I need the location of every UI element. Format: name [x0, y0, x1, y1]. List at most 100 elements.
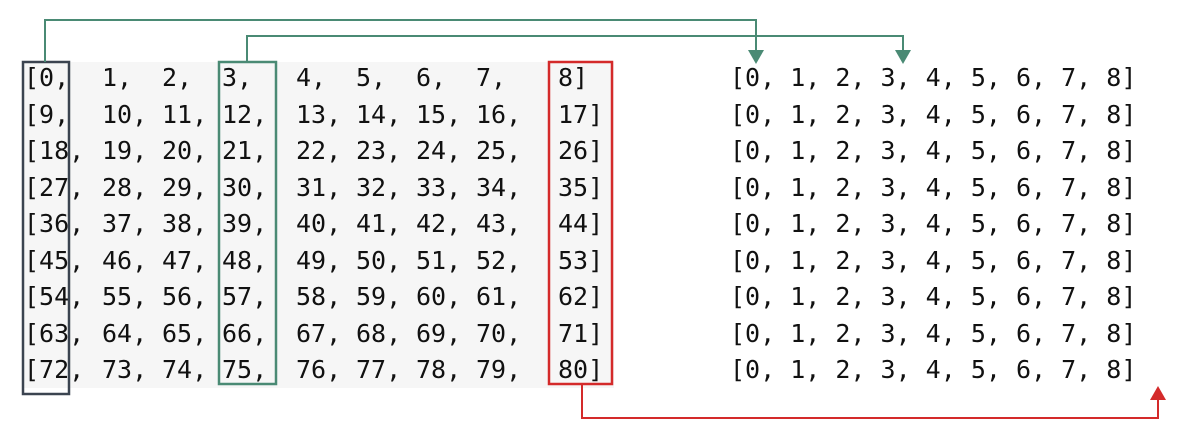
matrix-cell: 67,	[296, 318, 342, 348]
matrix-cell: 8]	[558, 63, 589, 92]
arrow-col3-head	[895, 50, 911, 64]
matrix-cell: 16,	[476, 99, 522, 129]
column-3-box	[217, 60, 278, 386]
arrow-col8-to-result	[581, 384, 1159, 419]
matrix-cell: 31,	[296, 172, 342, 202]
matrix-cell: 69,	[416, 318, 462, 348]
arrow-col3-to-result	[246, 35, 904, 62]
result-row: [0, 1, 2, 3, 4, 5, 6, 7, 8]	[730, 282, 1137, 311]
matrix-cell: 70,	[476, 318, 522, 348]
column-8-box	[547, 60, 614, 386]
matrix-cell: 53]	[558, 245, 604, 275]
arrow-col0-to-result	[44, 19, 757, 62]
matrix-cell: 49,	[296, 245, 342, 275]
matrix-background	[22, 62, 614, 388]
matrix-cell: 11,	[162, 99, 208, 129]
matrix-cell: 52,	[476, 245, 522, 275]
matrix-cell: 7,	[476, 63, 507, 92]
result-row: [0, 1, 2, 3, 4, 5, 6, 7, 8]	[730, 63, 1137, 92]
matrix-cell: [36,	[24, 209, 85, 238]
matrix-cell: 37,	[102, 209, 148, 238]
matrix-cell: 10,	[102, 99, 148, 129]
matrix-cell: 73,	[102, 355, 148, 384]
matrix-cell: [9,	[24, 99, 70, 129]
matrix-cell: 78,	[416, 355, 462, 384]
matrix-cell: 40,	[296, 209, 342, 238]
result-row: [0, 1, 2, 3, 4, 5, 6, 7, 8]	[730, 209, 1137, 238]
matrix-cell: 41,	[356, 209, 402, 238]
matrix-cell: [72,	[24, 355, 85, 384]
matrix-cell: 50,	[356, 245, 402, 275]
matrix-cell: [54,	[24, 282, 85, 311]
matrix-cell: [27,	[24, 172, 85, 202]
matrix-cell: 1,	[102, 63, 133, 92]
matrix-cell: 75,	[222, 355, 268, 384]
matrix-cell: 80]	[558, 355, 604, 384]
matrix-cell: 55,	[102, 282, 148, 311]
matrix-cell: 44]	[558, 209, 604, 238]
matrix-cell: 51,	[416, 245, 462, 275]
arrow-col0-head	[748, 50, 764, 64]
matrix-cell: 21,	[222, 136, 268, 165]
matrix-cell: 15,	[416, 99, 462, 129]
matrix-cell: 13,	[296, 99, 342, 129]
matrix-cell: [63,	[24, 318, 85, 348]
matrix-cell: 32,	[356, 172, 402, 202]
matrix-cell: 47,	[162, 245, 208, 275]
matrix-cell: 24,	[416, 136, 462, 165]
matrix-cell: 23,	[356, 136, 402, 165]
matrix-cell: 62]	[558, 282, 604, 311]
matrix-cell: 79,	[476, 355, 522, 384]
matrix-cell: [18,	[24, 136, 85, 165]
result-row: [0, 1, 2, 3, 4, 5, 6, 7, 8]	[730, 136, 1137, 165]
matrix-cell: 57,	[222, 282, 268, 311]
matrix-cell: 76,	[296, 355, 342, 384]
matrix-cell: 25,	[476, 136, 522, 165]
matrix-cell: 43,	[476, 209, 522, 238]
matrix-cell: 14,	[356, 99, 402, 129]
matrix-cell: 65,	[162, 318, 208, 348]
matrix-cell: 58,	[296, 282, 342, 311]
result-row: [0, 1, 2, 3, 4, 5, 6, 7, 8]	[730, 99, 1137, 129]
matrix-cell: [45,	[24, 245, 85, 275]
result-row: [0, 1, 2, 3, 4, 5, 6, 7, 8]	[730, 172, 1137, 202]
matrix-cell: 2,	[162, 63, 193, 92]
matrix-cell: 6,	[416, 63, 447, 92]
matrix-cell: [0,	[24, 63, 70, 92]
matrix-cell: 48,	[222, 245, 268, 275]
matrix-cell: 56,	[162, 282, 208, 311]
result-row: [0, 1, 2, 3, 4, 5, 6, 7, 8]	[730, 318, 1137, 348]
matrix-cell: 12,	[222, 99, 268, 129]
matrix-cell: 5,	[356, 63, 387, 92]
matrix-cell: 34,	[476, 172, 522, 202]
matrix-cell: 22,	[296, 136, 342, 165]
matrix-cell: 3,	[222, 63, 253, 92]
matrix-cell: 59,	[356, 282, 402, 311]
result-row: [0, 1, 2, 3, 4, 5, 6, 7, 8]	[730, 245, 1137, 275]
matrix-cell: 29,	[162, 172, 208, 202]
matrix-cell: 26]	[558, 136, 604, 165]
matrix-cell: 20,	[162, 136, 208, 165]
matrix-cell: 71]	[558, 318, 604, 348]
matrix-cell: 66,	[222, 318, 268, 348]
matrix-cell: 77,	[356, 355, 402, 384]
matrix-cell: 60,	[416, 282, 462, 311]
matrix-cell: 30,	[222, 172, 268, 202]
arrow-col8-head	[1150, 386, 1166, 400]
result-row: [0, 1, 2, 3, 4, 5, 6, 7, 8]	[730, 355, 1137, 384]
matrix-cell: 17]	[558, 99, 604, 129]
matrix-cell: 35]	[558, 172, 604, 202]
matrix-cell: 39,	[222, 209, 268, 238]
result-matrix: [0, 1, 2, 3, 4, 5, 6, 7, 8] [0, 1, 2, 3, …	[730, 60, 1136, 389]
matrix-cell: 64,	[102, 318, 148, 348]
matrix-cell: 46,	[102, 245, 148, 275]
matrix-cell: 74,	[162, 355, 208, 384]
matrix-cell: 68,	[356, 318, 402, 348]
matrix-cell: 4,	[296, 63, 327, 92]
column-0-box	[21, 60, 71, 396]
matrix-cell: 38,	[162, 209, 208, 238]
matrix-cell: 19,	[102, 136, 148, 165]
matrix-cell: 42,	[416, 209, 462, 238]
matrix-cell: 28,	[102, 172, 148, 202]
